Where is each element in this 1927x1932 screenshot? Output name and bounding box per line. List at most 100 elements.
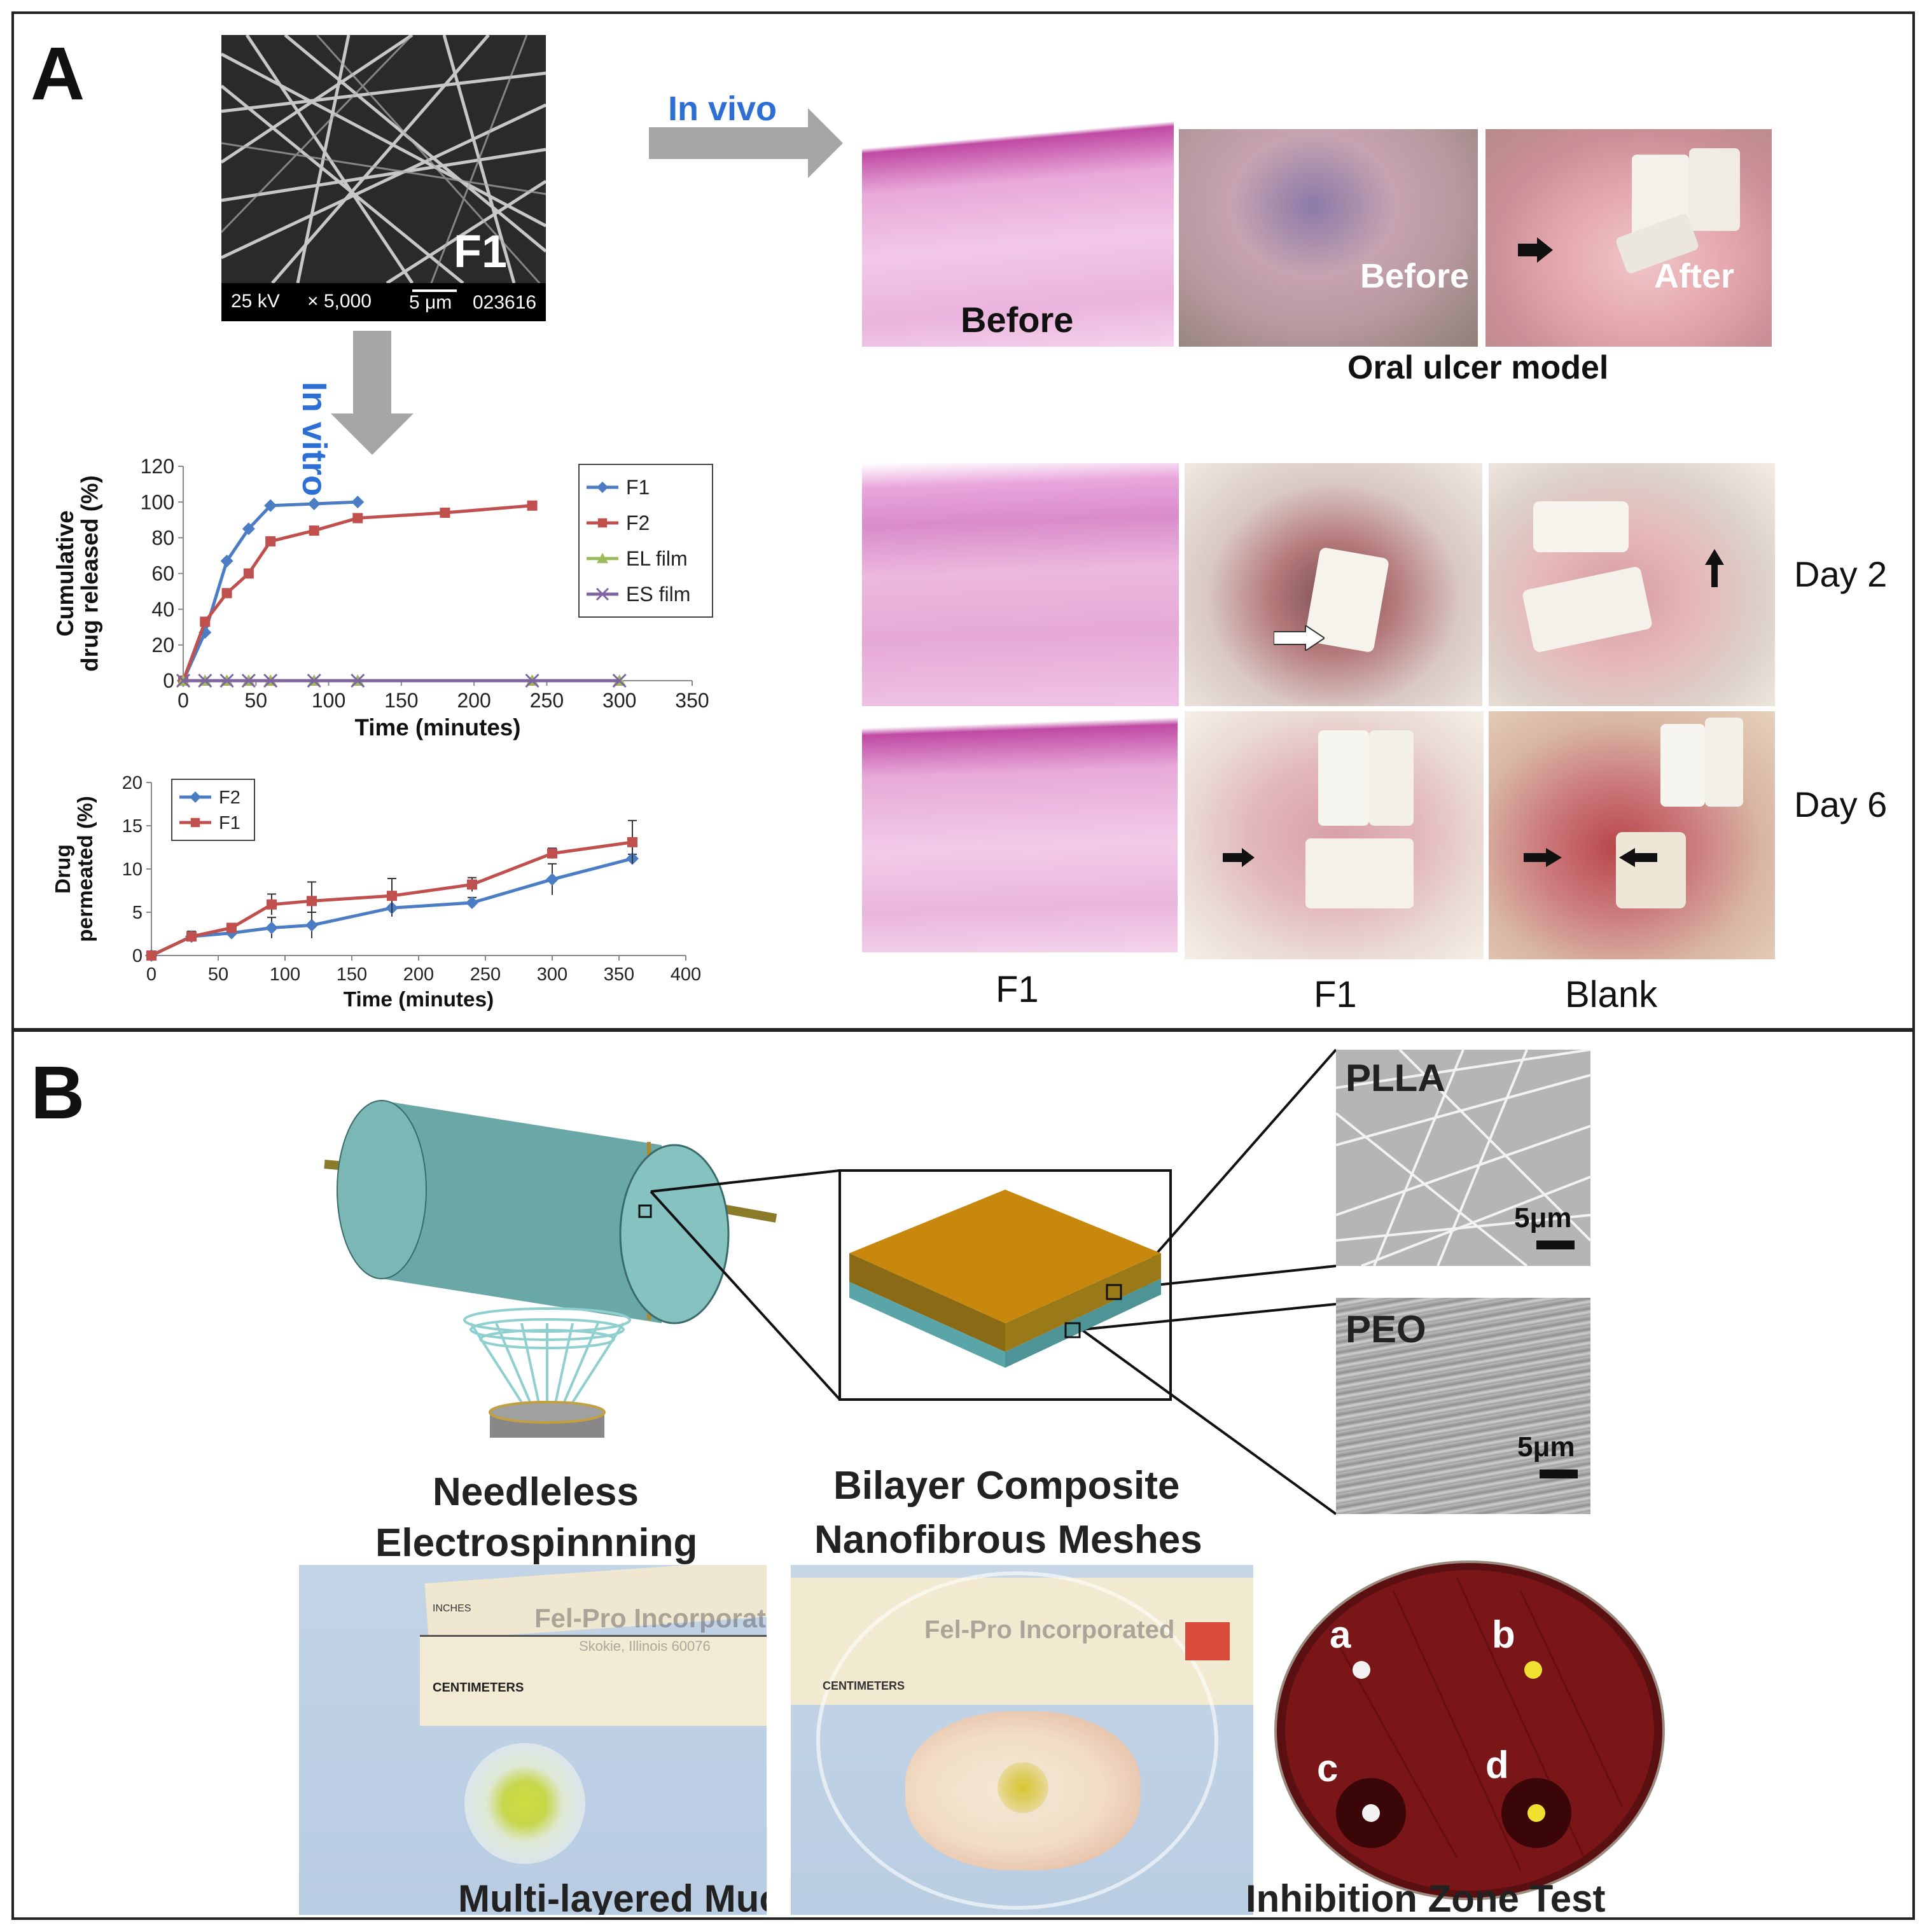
data-point bbox=[198, 626, 212, 639]
series-f2 bbox=[178, 500, 538, 686]
data-point bbox=[351, 673, 365, 688]
ruler2-cm: CENTIMETERS bbox=[823, 1679, 905, 1692]
series-line bbox=[181, 504, 532, 681]
y-tick-label: 20 bbox=[151, 634, 174, 657]
y-tick-label: 40 bbox=[151, 598, 174, 621]
sem-mag: × 5,000 bbox=[307, 291, 372, 312]
legend-marker bbox=[190, 817, 200, 828]
ruler1-cm: CENTIMETERS bbox=[433, 1681, 524, 1695]
data-point bbox=[525, 673, 539, 688]
legend-label: F2 bbox=[219, 788, 240, 808]
in-vivo-label: In vivo bbox=[668, 90, 777, 128]
x-tick-label: 50 bbox=[208, 964, 228, 985]
plla-sem-image: PLLA 5μm bbox=[1336, 1050, 1590, 1266]
x-tick-label: 0 bbox=[146, 964, 157, 985]
legend-label: F2 bbox=[626, 511, 650, 534]
oral-photo-day6-blank bbox=[1489, 711, 1775, 959]
data-point bbox=[307, 497, 321, 510]
bottom-label-f1-histo: F1 bbox=[996, 969, 1039, 1010]
oral-photo-before: Before bbox=[1179, 129, 1478, 347]
data-point bbox=[198, 673, 212, 688]
data-point bbox=[220, 554, 233, 567]
x-tick-label: 250 bbox=[530, 689, 564, 712]
y-tick-label: 100 bbox=[141, 490, 174, 513]
x-tick-label: 100 bbox=[270, 964, 300, 985]
ruler1-city: Skokie, Illinois 60076 bbox=[579, 1638, 711, 1654]
ruler2-brand: Fel-Pro Incorporated bbox=[924, 1616, 1175, 1644]
ruler1-inches: INCHES bbox=[433, 1603, 471, 1614]
data-point bbox=[263, 673, 278, 688]
panel-b bbox=[11, 1029, 1915, 1920]
y-axis-label: Cumulativedrug released (%) bbox=[52, 475, 102, 672]
data-point bbox=[243, 568, 254, 579]
patch-photo-ruler: INCHES Fel-Pro Incorporated Skokie, Illi… bbox=[299, 1565, 767, 1915]
x-tick-label: 50 bbox=[244, 689, 267, 712]
panel-b-label: B bbox=[31, 1051, 85, 1135]
y-tick-label: 80 bbox=[151, 527, 174, 550]
oral-ulcer-model-label: Oral ulcer model bbox=[1347, 349, 1609, 386]
inhibition-zone-dish: a b c d bbox=[1274, 1560, 1665, 1900]
oral-photo-day2-blank bbox=[1489, 463, 1775, 706]
data-point bbox=[387, 891, 397, 901]
series-line bbox=[181, 500, 358, 682]
peo-label: PEO bbox=[1346, 1308, 1426, 1351]
inhibition-zone-label: Inhibition Zone Test bbox=[1246, 1877, 1606, 1920]
data-point bbox=[612, 673, 627, 688]
sem-tag: F1 bbox=[454, 226, 508, 277]
plla-label: PLLA bbox=[1346, 1057, 1445, 1099]
panel-a-label: A bbox=[31, 32, 85, 116]
data-point bbox=[264, 499, 277, 512]
bottom-label-f1-photo: F1 bbox=[1314, 974, 1357, 1015]
data-point bbox=[527, 500, 538, 511]
legend-marker bbox=[597, 482, 608, 493]
photo-after-label: After bbox=[1654, 257, 1735, 295]
data-point bbox=[547, 848, 557, 859]
data-point bbox=[440, 508, 450, 518]
y-tick-label: 0 bbox=[132, 946, 143, 966]
data-point bbox=[466, 896, 478, 910]
series-f2 bbox=[145, 852, 639, 962]
zoom-lines bbox=[650, 1048, 1337, 1515]
x-tick-label: 250 bbox=[470, 964, 501, 985]
sem-scale: 5 μm bbox=[409, 292, 452, 313]
x-axis-label: Time (minutes) bbox=[344, 988, 494, 1011]
y-tick-label: 0 bbox=[163, 669, 174, 692]
histology-before-label: Before bbox=[961, 300, 1074, 340]
x-tick-label: 350 bbox=[675, 689, 709, 712]
y-axis-label: Drugpermeated (%) bbox=[52, 796, 97, 942]
data-point bbox=[219, 673, 234, 688]
disc-label-a: a bbox=[1330, 1613, 1351, 1656]
data-point bbox=[546, 873, 559, 886]
x-tick-label: 400 bbox=[671, 964, 701, 985]
legend-label: EL film bbox=[626, 547, 688, 570]
peo-sem-image: PEO 5μm bbox=[1336, 1298, 1590, 1514]
data-point bbox=[226, 922, 237, 933]
y-tick-label: 120 bbox=[141, 455, 174, 478]
oral-photo-day2-f1 bbox=[1185, 463, 1482, 706]
data-point bbox=[627, 837, 637, 847]
needleless-label-line1: Needleless bbox=[433, 1470, 639, 1514]
sem-id: 023616 bbox=[473, 292, 537, 313]
oral-photo-after: After bbox=[1485, 129, 1772, 347]
disc-label-d: d bbox=[1485, 1744, 1509, 1786]
x-tick-label: 350 bbox=[604, 964, 634, 985]
legend-label: ES film bbox=[626, 583, 690, 606]
data-point bbox=[265, 536, 276, 546]
series-f1 bbox=[177, 496, 365, 687]
x-tick-label: 100 bbox=[312, 689, 345, 712]
x-tick-label: 300 bbox=[537, 964, 567, 985]
legend-marker bbox=[190, 791, 201, 803]
x-tick-label: 150 bbox=[384, 689, 418, 712]
y-tick-label: 20 bbox=[122, 773, 143, 793]
x-tick-label: 200 bbox=[403, 964, 434, 985]
legend-marker bbox=[597, 518, 608, 528]
x-axis-label: Time (minutes) bbox=[354, 714, 520, 740]
sem-image-f1: F1 25 kV × 5,000 5 μm 023616 bbox=[221, 35, 546, 321]
data-point bbox=[467, 879, 477, 890]
bilayer-label-line1: Bilayer Composite bbox=[833, 1464, 1180, 1508]
day6-label: Day 6 bbox=[1794, 784, 1888, 824]
bilayer-label-line2: Nanofibrous Meshes bbox=[814, 1518, 1202, 1562]
